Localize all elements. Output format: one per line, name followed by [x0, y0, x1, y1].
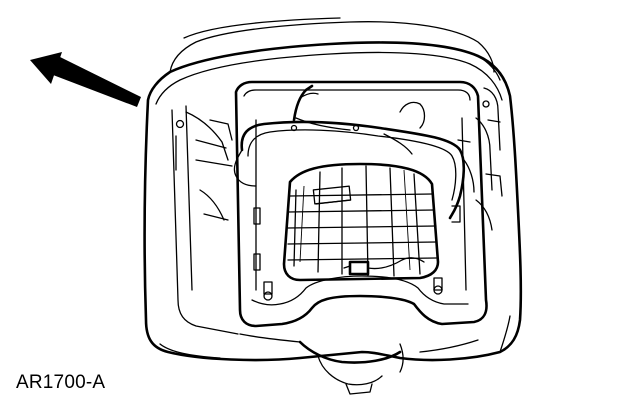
mounting-holes: [253, 100, 490, 301]
arrow-icon: [30, 52, 141, 107]
seat-outer-shell: [143, 17, 523, 362]
spring-grid: [282, 162, 440, 282]
figure-reference-label: AR1700-A: [16, 372, 106, 393]
left-side-rail: [171, 105, 239, 335]
wire-harness: [233, 84, 466, 220]
cushion-pan-frame: [234, 80, 488, 328]
right-side-rail: [399, 87, 503, 231]
lower-trim: [239, 333, 479, 395]
